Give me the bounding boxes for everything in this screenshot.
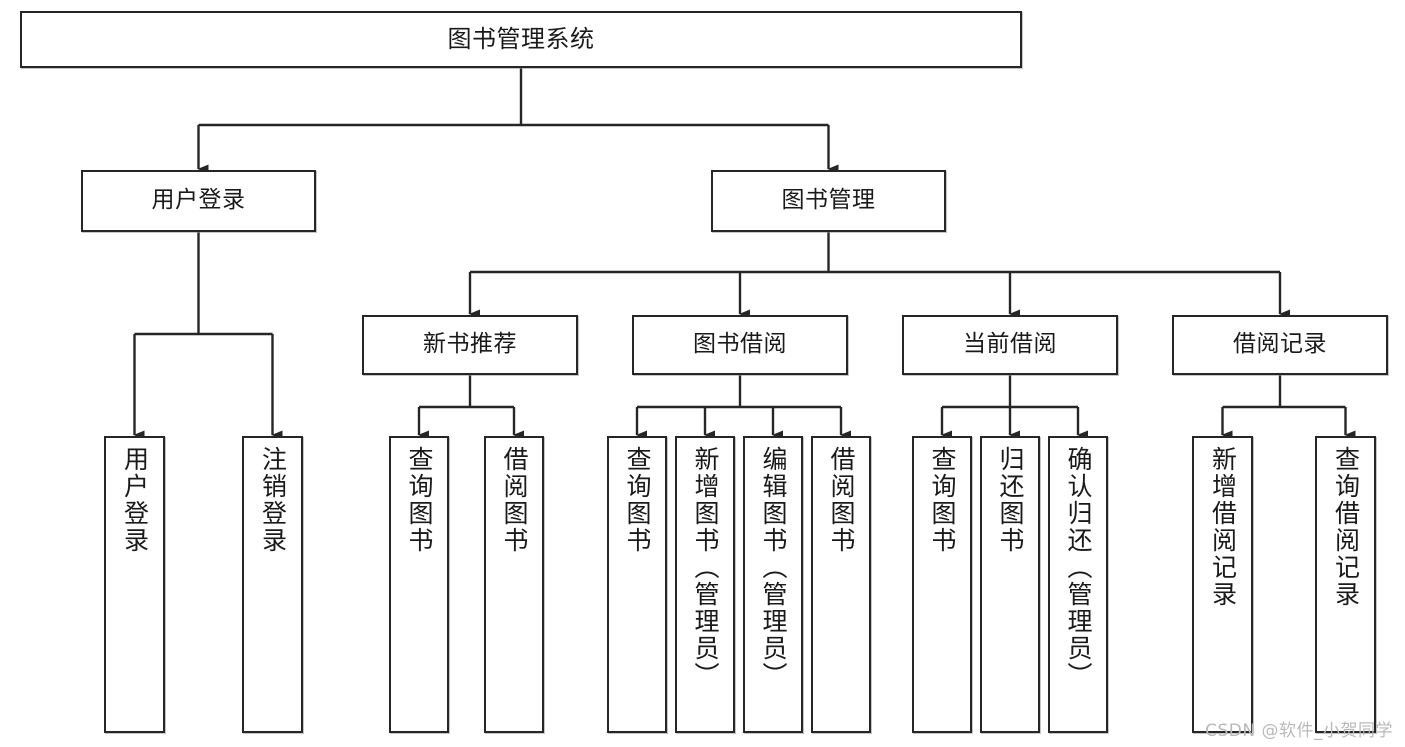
node-borrow[interactable]: 图书借阅 [632,315,848,375]
node-label: 图书管理 [781,187,876,214]
watermark-text: CSDN @软件_小贺同学 [1205,721,1393,741]
node-bookmgmt[interactable]: 图书管理 [711,170,946,232]
node-leaf1[interactable]: 用户登录 [104,436,165,733]
node-current[interactable]: 当前借阅 [902,315,1118,375]
node-label: 编辑图书（管理员） [759,446,788,689]
node-label: 借阅图书 [827,446,856,554]
node-label: 查询借阅记录 [1331,446,1361,608]
node-label: 当前借阅 [963,331,1057,358]
node-label: 归还图书 [996,446,1025,554]
node-label: 新增图书（管理员） [691,446,720,689]
node-newbook[interactable]: 新书推荐 [362,315,578,375]
node-leaf8[interactable]: 借阅图书 [811,436,871,733]
node-label: 确认归还（管理员） [1064,446,1093,689]
node-leaf2[interactable]: 注销登录 [242,436,303,733]
node-leaf3[interactable]: 查询图书 [389,436,449,733]
node-label: 注销登录 [258,446,288,554]
node-label: 查询图书 [405,446,434,554]
node-leaf11[interactable]: 确认归还（管理员） [1048,436,1108,733]
node-label: 新书推荐 [423,331,517,358]
node-label: 查询图书 [623,446,652,554]
node-label: 借阅记录 [1233,331,1327,358]
node-leaf4[interactable]: 借阅图书 [484,436,544,733]
node-login[interactable]: 用户登录 [81,170,316,232]
node-leaf12[interactable]: 新增借阅记录 [1192,436,1253,733]
node-label: 用户登录 [151,187,246,214]
node-label: 图书管理系统 [447,25,595,54]
node-leaf13[interactable]: 查询借阅记录 [1315,436,1376,733]
node-leaf10[interactable]: 归还图书 [980,436,1040,733]
node-label: 用户登录 [120,446,150,554]
node-label: 查询图书 [928,446,957,554]
node-label: 借阅图书 [500,446,529,554]
node-label: 图书借阅 [693,331,787,358]
edge-paths [133,68,1356,440]
node-label: 新增借阅记录 [1208,446,1238,608]
node-root[interactable]: 图书管理系统 [20,11,1022,68]
node-leaf6[interactable]: 新增图书（管理员） [675,436,735,733]
node-records[interactable]: 借阅记录 [1172,315,1388,375]
node-leaf7[interactable]: 编辑图书（管理员） [743,436,803,733]
node-leaf9[interactable]: 查询图书 [912,436,972,733]
node-leaf5[interactable]: 查询图书 [607,436,667,733]
